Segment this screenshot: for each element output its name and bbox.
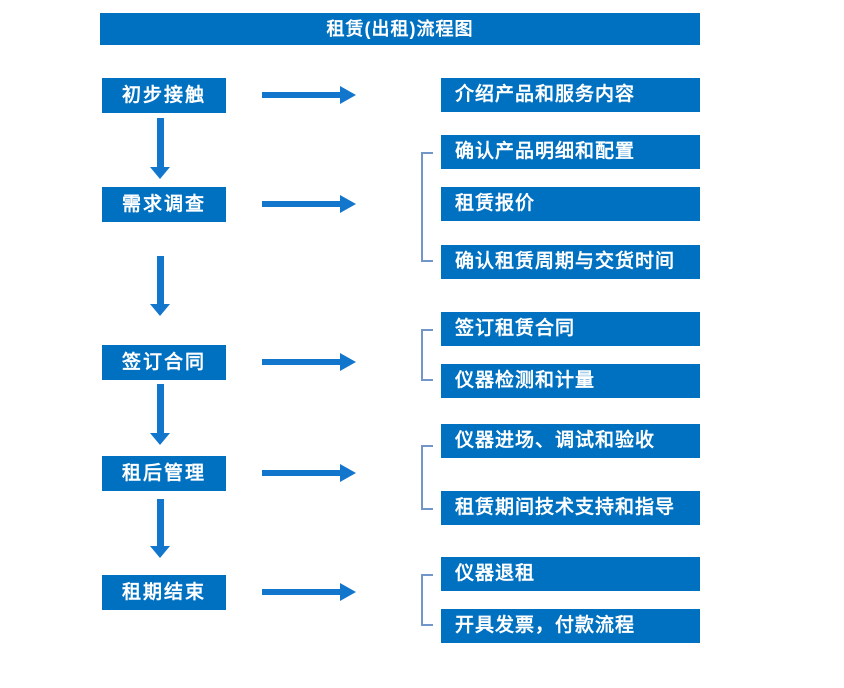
stage-demand-survey: 需求调查 — [102, 187, 226, 222]
output-instrument-setup: 仪器进场、调试和验收 — [441, 424, 700, 458]
right-arrow-1 — [262, 86, 356, 104]
output-invoice-payment: 开具发票，付款流程 — [441, 609, 700, 643]
right-arrow-4-head-icon — [340, 464, 356, 482]
flowchart-title: 租赁(出租)流程图 — [100, 13, 700, 45]
right-arrow-2-head-icon — [340, 195, 356, 213]
down-arrow-3-shaft — [157, 384, 164, 433]
down-arrow-2-shaft — [157, 256, 164, 304]
bracket-sign-contract-group — [421, 329, 434, 381]
right-arrow-5-shaft — [262, 589, 341, 595]
output-rental-quote: 租赁报价 — [441, 187, 700, 221]
down-arrow-4 — [150, 499, 171, 558]
right-arrow-3 — [262, 353, 356, 371]
right-arrow-1-head-icon — [340, 86, 356, 104]
down-arrow-1-shaft — [157, 118, 164, 167]
down-arrow-2 — [150, 256, 171, 316]
down-arrow-1-head-icon — [150, 167, 170, 179]
output-sign-rental-contract: 签订租赁合同 — [441, 312, 700, 346]
output-confirm-rental-period: 确认租赁周期与交货时间 — [441, 245, 700, 279]
down-arrow-3 — [150, 384, 171, 445]
bracket-demand-survey-group — [421, 152, 434, 262]
down-arrow-4-head-icon — [150, 546, 170, 558]
down-arrow-4-shaft — [157, 499, 164, 546]
right-arrow-4 — [262, 464, 356, 482]
right-arrow-5-head-icon — [340, 583, 356, 601]
output-instrument-return: 仪器退租 — [441, 557, 700, 591]
output-instrument-inspection: 仪器检测和计量 — [441, 364, 700, 398]
down-arrow-3-head-icon — [150, 433, 170, 445]
right-arrow-5 — [262, 583, 356, 601]
output-introduce-products: 介绍产品和服务内容 — [441, 78, 700, 112]
stage-sign-contract: 签订合同 — [102, 345, 226, 380]
right-arrow-2 — [262, 195, 356, 213]
output-technical-support: 租赁期间技术支持和指导 — [441, 491, 700, 525]
right-arrow-3-head-icon — [340, 353, 356, 371]
down-arrow-1 — [150, 118, 171, 179]
stage-post-rental-management: 租后管理 — [102, 456, 226, 491]
output-confirm-product-details: 确认产品明细和配置 — [441, 135, 700, 169]
stage-rental-end: 租期结束 — [102, 575, 226, 610]
bracket-rental-end-group — [421, 574, 434, 626]
right-arrow-3-shaft — [262, 359, 341, 365]
right-arrow-1-shaft — [262, 92, 341, 98]
right-arrow-4-shaft — [262, 470, 341, 476]
stage-initial-contact: 初步接触 — [102, 78, 226, 113]
down-arrow-2-head-icon — [150, 304, 170, 316]
bracket-post-rental-group — [421, 445, 434, 510]
right-arrow-2-shaft — [262, 201, 341, 207]
